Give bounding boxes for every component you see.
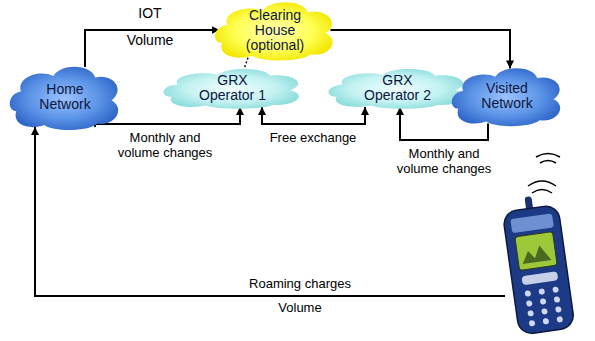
edge-label: Monthly and volume changes [109, 130, 221, 160]
home-network-cloud: Home Network [7, 62, 123, 132]
edge-label: Free exchange [263, 130, 363, 145]
grx-operator-cloud: GRX Operator 2 [325, 66, 470, 110]
node-label: Clearing House (optional) [240, 8, 310, 53]
node-label: Home Network [29, 82, 101, 112]
flow-label: Volume [260, 300, 340, 315]
flow-connector [330, 30, 510, 68]
clearing-house-cloud: Clearing House (optional) [212, 0, 338, 62]
node-label: GRX Operator 1 [191, 73, 275, 103]
cloud-outline [329, 69, 464, 109]
cloud-outline [164, 69, 299, 109]
roaming-connector [35, 127, 505, 296]
radio-waves [528, 154, 560, 194]
edge-label: Monthly and volume changes [388, 146, 500, 176]
visited-network-cloud: Visited Network [449, 64, 565, 128]
cloud-outline [10, 67, 118, 130]
flow-connector [262, 107, 365, 124]
flow-connector [244, 58, 248, 69]
flow-label: Roaming charges [230, 276, 370, 291]
mobile-phone [501, 193, 575, 335]
node-label: GRX Operator 2 [356, 73, 440, 103]
cloud-outline [452, 68, 560, 126]
grx-operator-cloud: GRX Operator 1 [160, 66, 305, 110]
node-label: Visited Network [471, 81, 543, 111]
edge-label: IOT Volume [123, 0, 177, 54]
cloud-outline [215, 2, 333, 60]
